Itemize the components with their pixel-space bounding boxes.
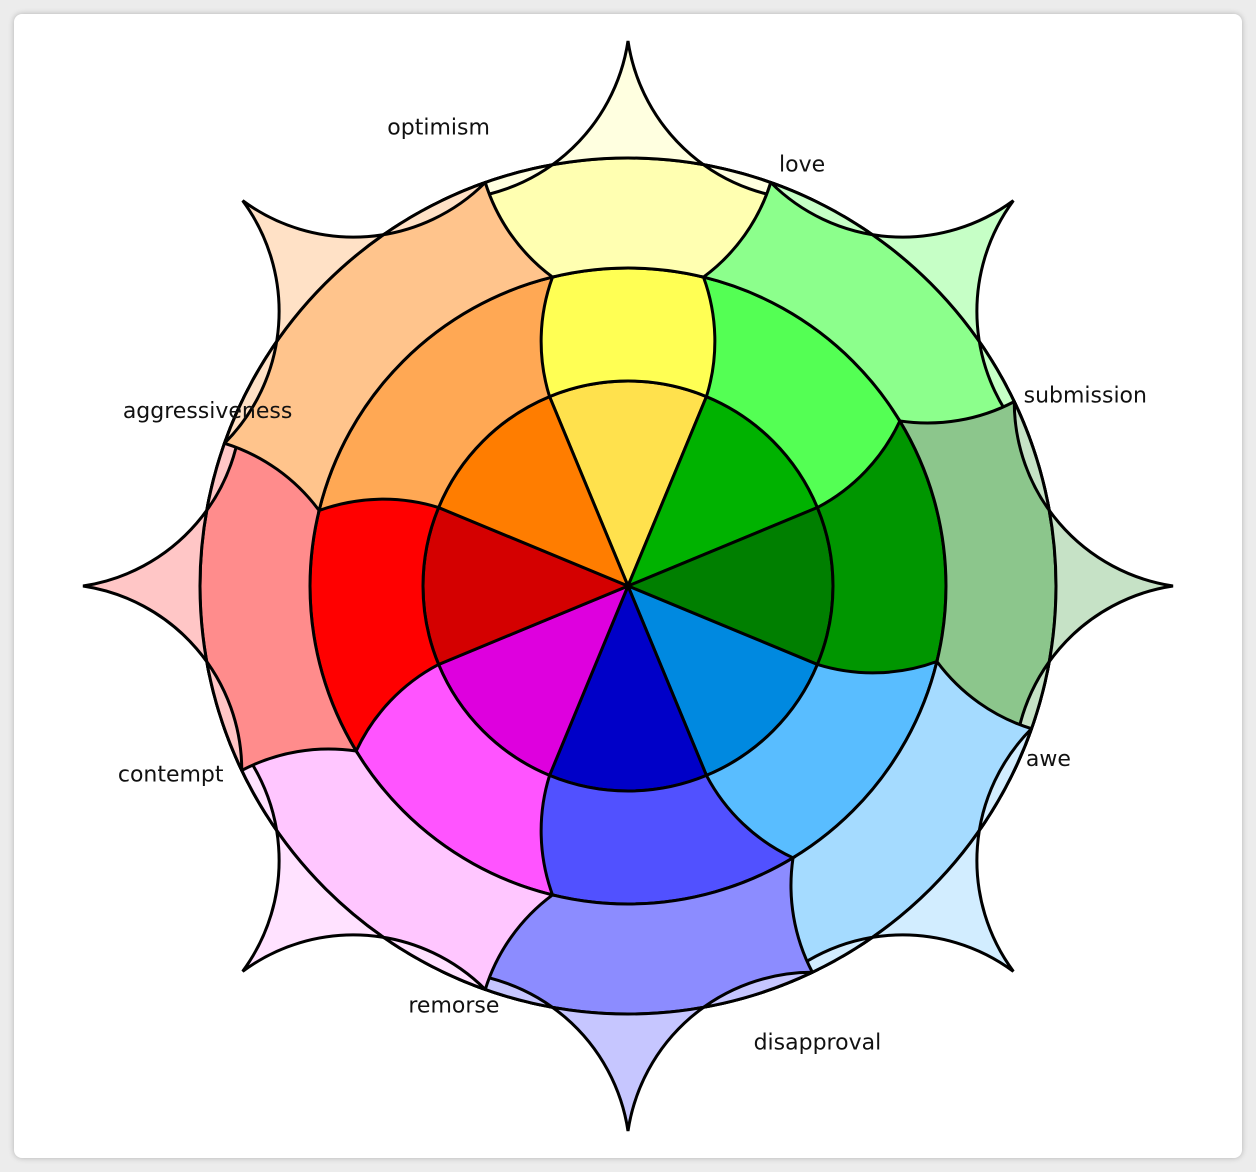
petal-joy-tip <box>442 40 814 202</box>
petal-trust-tip <box>769 181 1033 445</box>
dyad-label-contempt: contempt <box>118 762 224 787</box>
petal-fear <box>624 399 1174 773</box>
petals-layer <box>82 40 1174 1132</box>
petal-anticipation-tip <box>223 181 487 445</box>
dyad-label-remorse: remorse <box>408 993 499 1018</box>
dyad-label-awe: awe <box>1026 747 1071 772</box>
petal-anger-tip <box>82 400 244 772</box>
dyad-labels: love submission awe disapproval remorse conte… <box>118 116 1147 1056</box>
dyad-label-optimism: optimism <box>387 116 490 141</box>
dyad-label-love: love <box>779 153 825 178</box>
petal-surprise-tip <box>769 727 1033 991</box>
petal-sadness-tip <box>442 970 814 1132</box>
dyad-label-disapproval: disapproval <box>754 1030 882 1055</box>
petal-disgust-tip <box>223 727 487 991</box>
petal-anticipation <box>222 180 631 589</box>
dyad-label-submission: submission <box>1024 384 1147 409</box>
dyad-label-aggressiveness: aggressiveness <box>123 399 293 424</box>
petal-fear-tip <box>1012 400 1174 772</box>
